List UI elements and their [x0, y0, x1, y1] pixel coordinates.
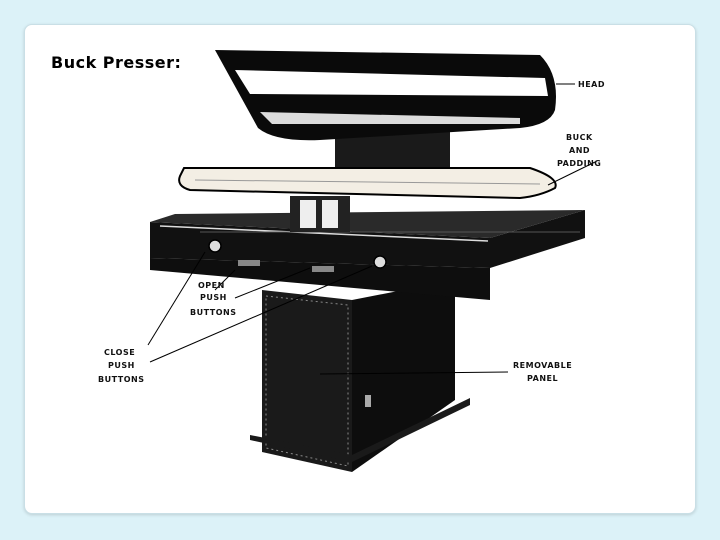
head-label: HEAD: [578, 80, 605, 89]
cabinet: [250, 280, 470, 472]
close-label-line1: CLOSE: [104, 348, 135, 357]
head: [215, 50, 556, 140]
open-label-line3: BUTTONS: [190, 308, 236, 317]
buck: [179, 168, 556, 198]
close-label-line3: BUTTONS: [98, 375, 144, 384]
open-label-line1: OPEN: [198, 281, 225, 290]
close-label-line2: PUSH: [108, 361, 135, 370]
open-label-line2: PUSH: [200, 293, 227, 302]
panel-label-line1: REMOVABLE: [513, 361, 572, 370]
buck-label-line3: PADDING: [557, 159, 601, 168]
buck-label-line1: BUCK: [566, 133, 593, 142]
panel-label-line2: PANEL: [527, 374, 558, 383]
buck-label-line2: AND: [569, 146, 590, 155]
